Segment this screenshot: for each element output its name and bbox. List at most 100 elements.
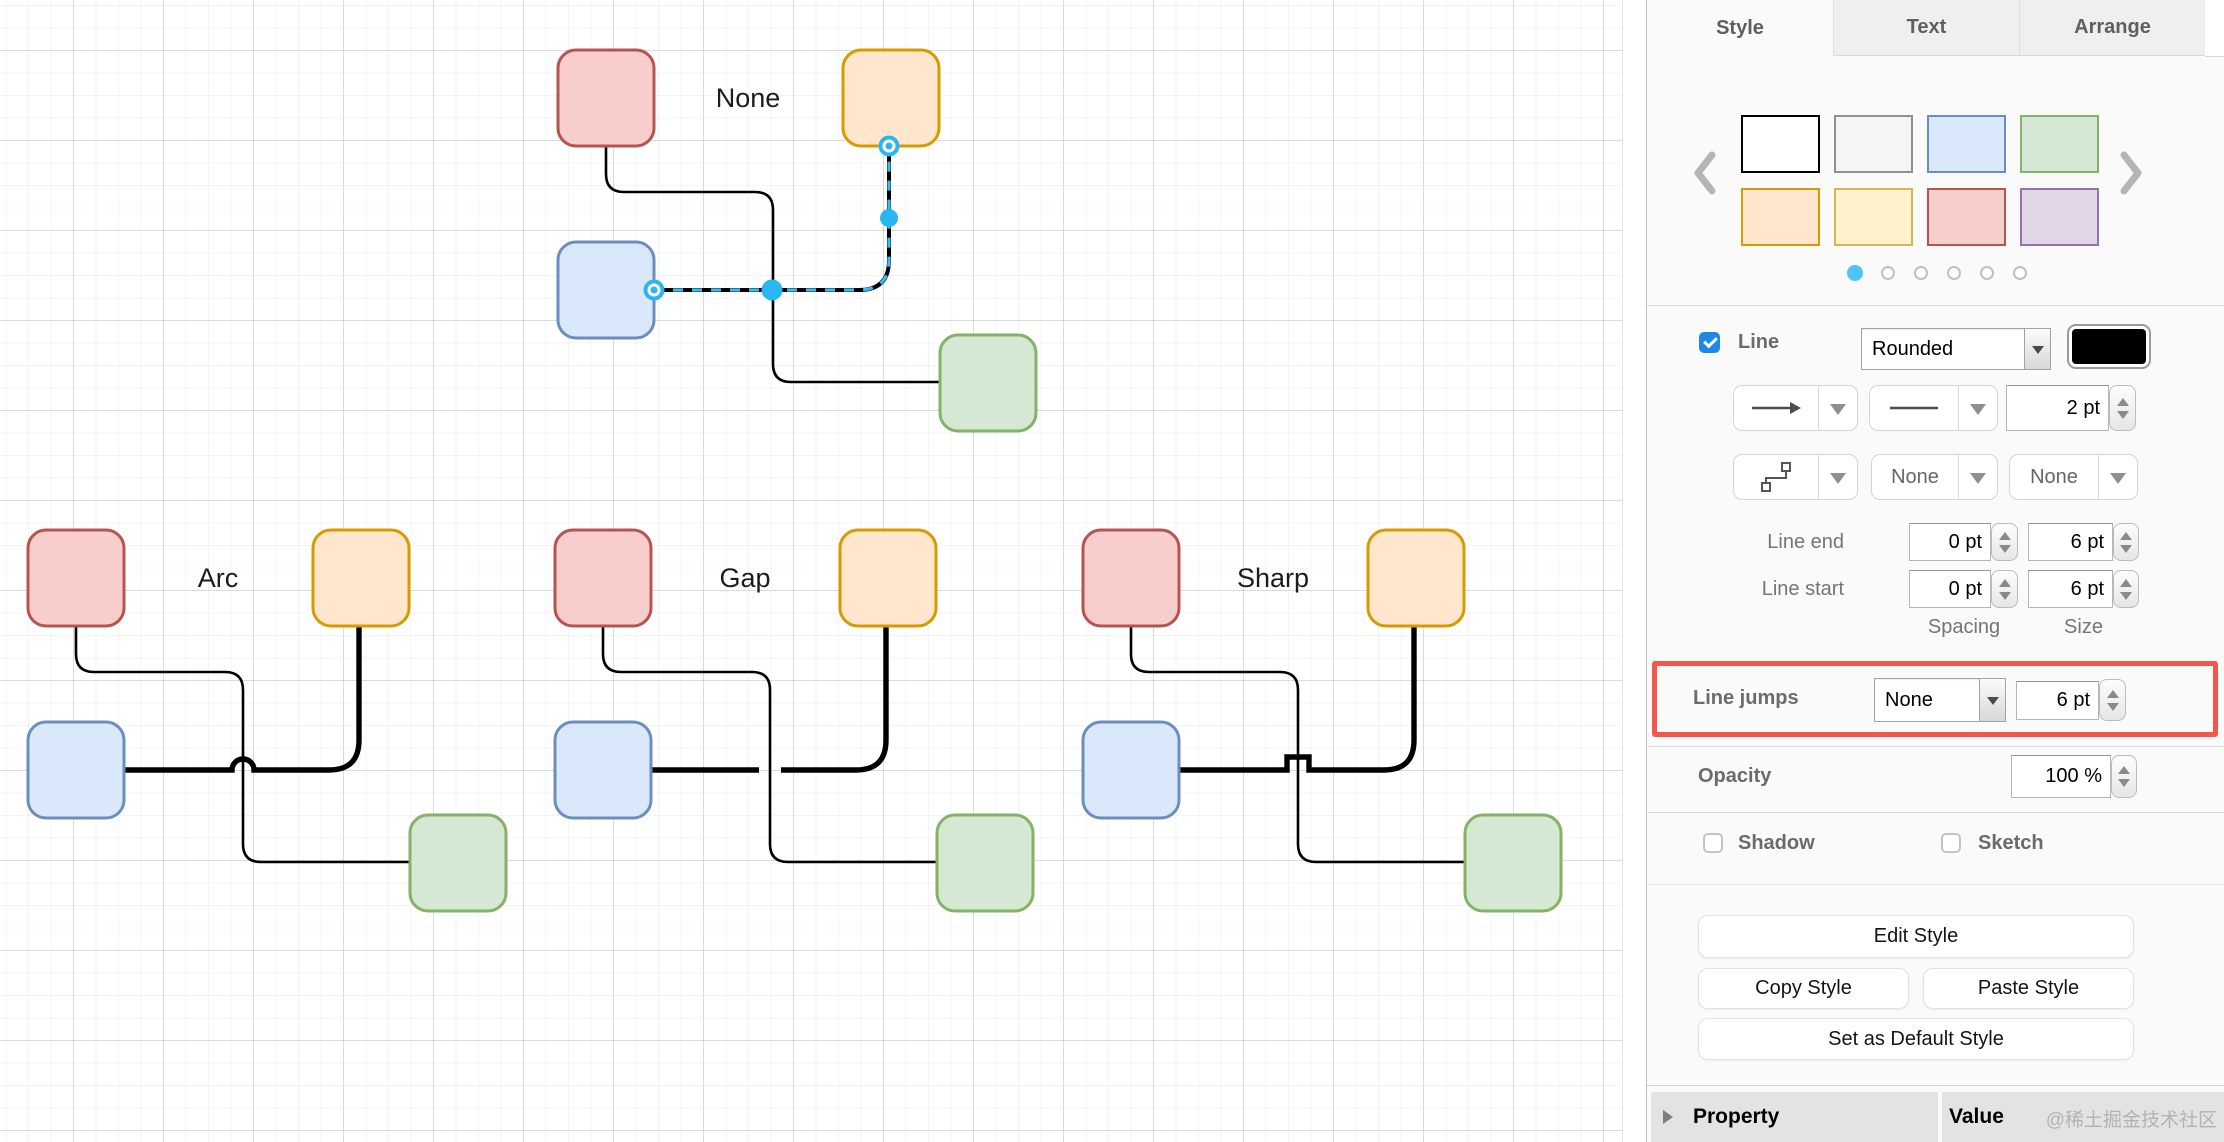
node-blue[interactable] xyxy=(553,720,653,820)
style-swatch[interactable] xyxy=(1834,188,1913,246)
line-pattern-dropdown-icon[interactable] xyxy=(1958,386,1997,430)
line-pattern-button[interactable] xyxy=(1869,385,1998,431)
node-red[interactable] xyxy=(556,48,656,148)
thin-edge[interactable] xyxy=(601,626,937,864)
line-color-button[interactable] xyxy=(2067,324,2151,369)
line-width-input[interactable]: 2 pt xyxy=(2006,385,2109,431)
shadow-checkbox[interactable] xyxy=(1703,833,1723,853)
line-style-select[interactable]: Rounded xyxy=(1861,328,2051,370)
tab-text[interactable]: Text xyxy=(1833,0,2019,56)
line-jumps-dropdown-icon[interactable] xyxy=(1979,679,2005,721)
node-green[interactable] xyxy=(938,333,1038,433)
edge-endpoint-handle[interactable] xyxy=(878,135,900,157)
carousel-dot[interactable] xyxy=(1847,265,1863,281)
carousel-dot[interactable] xyxy=(1881,266,1895,280)
style-swatch[interactable] xyxy=(2020,188,2099,246)
node-blue[interactable] xyxy=(26,720,126,820)
opacity-stepper[interactable] xyxy=(2111,755,2137,798)
line-start-size-input[interactable]: 6 pt xyxy=(2028,570,2113,608)
node-blue[interactable] xyxy=(1081,720,1181,820)
line-jumps-select[interactable]: None xyxy=(1874,678,2006,722)
style-swatch[interactable] xyxy=(1927,188,2006,246)
connection-start-button[interactable]: None xyxy=(2009,454,2138,500)
thick-edge-sharp[interactable] xyxy=(1179,626,1417,773)
set-default-style-button[interactable]: Set as Default Style xyxy=(1698,1018,2134,1060)
line-style-dropdown-icon[interactable] xyxy=(2024,329,2050,369)
node-orange[interactable] xyxy=(311,528,411,628)
line-jumps-highlight xyxy=(1652,661,2218,737)
line-checkbox[interactable] xyxy=(1699,332,1720,353)
connection-end-dropdown-icon[interactable] xyxy=(1958,455,1997,499)
style-swatch[interactable] xyxy=(1741,188,1820,246)
arrow-right-icon xyxy=(1734,386,1818,430)
paste-style-button[interactable]: Paste Style xyxy=(1923,968,2134,1009)
edit-style-label: Edit Style xyxy=(1873,925,1959,947)
style-swatch[interactable] xyxy=(1927,115,2006,173)
swatch-prev-button[interactable] xyxy=(1691,150,1719,201)
line-width-stepper[interactable] xyxy=(2109,385,2136,431)
arrow-end-dropdown-icon[interactable] xyxy=(1818,386,1857,430)
node-green[interactable] xyxy=(935,813,1035,913)
connection-start-dropdown-icon[interactable] xyxy=(2098,455,2137,499)
value-header[interactable]: Value @稀土掘金技术社区 xyxy=(1942,1092,2224,1142)
waypoints-dropdown-icon[interactable] xyxy=(1818,455,1857,499)
line-start-spacing-stepper[interactable] xyxy=(1991,570,2018,608)
chevron-right-icon xyxy=(2120,151,2142,195)
node-orange[interactable] xyxy=(1366,528,1466,628)
size-label: Size xyxy=(2064,616,2103,638)
carousel-dot[interactable] xyxy=(1947,266,1961,280)
line-end-size-stepper[interactable] xyxy=(2113,523,2139,561)
tab-arrange[interactable]: Arrange xyxy=(2019,0,2205,56)
copy-style-label: Copy Style xyxy=(1755,977,1852,999)
node-green[interactable] xyxy=(1463,813,1563,913)
thick-edge-arc[interactable] xyxy=(124,626,362,773)
line-jumps-size-input[interactable]: 6 pt xyxy=(2016,681,2099,720)
line-start-size-stepper[interactable] xyxy=(2113,570,2139,608)
sketch-checkbox[interactable] xyxy=(1941,833,1961,853)
waypoints-icon xyxy=(1734,455,1818,499)
carousel-dot[interactable] xyxy=(1914,266,1928,280)
thin-edge[interactable] xyxy=(1129,626,1465,864)
thin-edge[interactable] xyxy=(604,146,940,384)
node-orange[interactable] xyxy=(838,528,938,628)
style-swatch[interactable] xyxy=(2020,115,2099,173)
node-green[interactable] xyxy=(408,813,508,913)
line-end-spacing-input[interactable]: 0 pt xyxy=(1909,523,1991,561)
property-header[interactable]: Property xyxy=(1651,1092,1938,1142)
node-red[interactable] xyxy=(553,528,653,628)
style-swatch[interactable] xyxy=(1741,115,1820,173)
thin-edge[interactable] xyxy=(74,626,410,864)
line-start-spacing-input[interactable]: 0 pt xyxy=(1909,570,1991,608)
copy-style-button[interactable]: Copy Style xyxy=(1698,968,1909,1009)
node-blue[interactable] xyxy=(556,240,656,340)
thick-edge-gap[interactable] xyxy=(781,626,889,773)
property-header-label: Property xyxy=(1693,1105,1780,1128)
node-red[interactable] xyxy=(1081,528,1181,628)
carousel-dot[interactable] xyxy=(2013,266,2027,280)
swatch-next-button[interactable] xyxy=(2117,150,2145,201)
arrow-end-button[interactable] xyxy=(1733,385,1858,431)
line-end-spacing-stepper[interactable] xyxy=(1991,523,2018,561)
edge-group-sharp: Sharp xyxy=(1081,528,1563,913)
style-swatch[interactable] xyxy=(1834,115,1913,173)
carousel-dot[interactable] xyxy=(1980,266,1994,280)
expand-triangle-icon[interactable] xyxy=(1663,1110,1680,1124)
line-end-size-input[interactable]: 6 pt xyxy=(2028,523,2113,561)
connection-end-button[interactable]: None xyxy=(1871,454,1998,500)
waypoints-button[interactable] xyxy=(1733,454,1858,500)
edge-endpoint-handle[interactable] xyxy=(643,279,665,301)
value-header-label: Value xyxy=(1949,1105,2004,1128)
node-red[interactable] xyxy=(26,528,126,628)
edge-waypoint-handle[interactable] xyxy=(761,279,783,301)
format-panel: Style Text Arrange Line Rounded xyxy=(1646,0,2224,1142)
thick-edge-none[interactable] xyxy=(654,146,891,292)
line-jumps-size-stepper[interactable] xyxy=(2099,679,2126,721)
edit-style-button[interactable]: Edit Style xyxy=(1698,915,2134,958)
panel-gutter xyxy=(2205,0,2224,57)
tab-style[interactable]: Style xyxy=(1647,0,1833,56)
opacity-input[interactable]: 100 % xyxy=(2011,755,2111,798)
edge-waypoint-handle[interactable] xyxy=(880,209,898,227)
paste-style-label: Paste Style xyxy=(1977,977,2080,999)
node-orange[interactable] xyxy=(841,48,941,148)
